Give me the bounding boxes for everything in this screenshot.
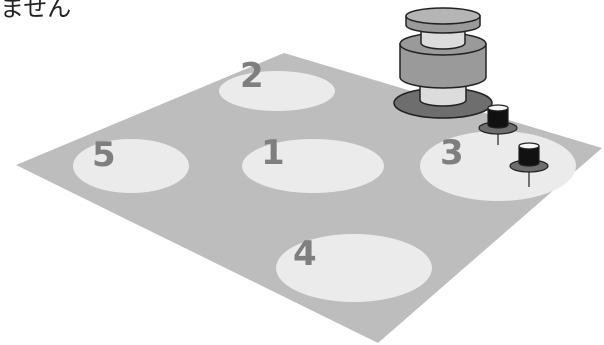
zone-4: [276, 234, 432, 302]
zone-5: [73, 139, 189, 193]
small-robot-icon: [478, 104, 518, 145]
zone-1: [242, 139, 384, 193]
zone-2: [219, 71, 335, 111]
zone-label-4: 4: [293, 234, 317, 274]
zone-label-5: 5: [92, 135, 116, 175]
header-text: ません: [0, 0, 72, 22]
zone-label-3: 3: [440, 133, 464, 173]
small-robot-icon: [509, 142, 549, 187]
zone-label-2: 2: [240, 56, 264, 96]
zone-label-1: 1: [261, 133, 285, 173]
robot-icon: [393, 7, 493, 119]
arena-floor: [16, 53, 602, 343]
